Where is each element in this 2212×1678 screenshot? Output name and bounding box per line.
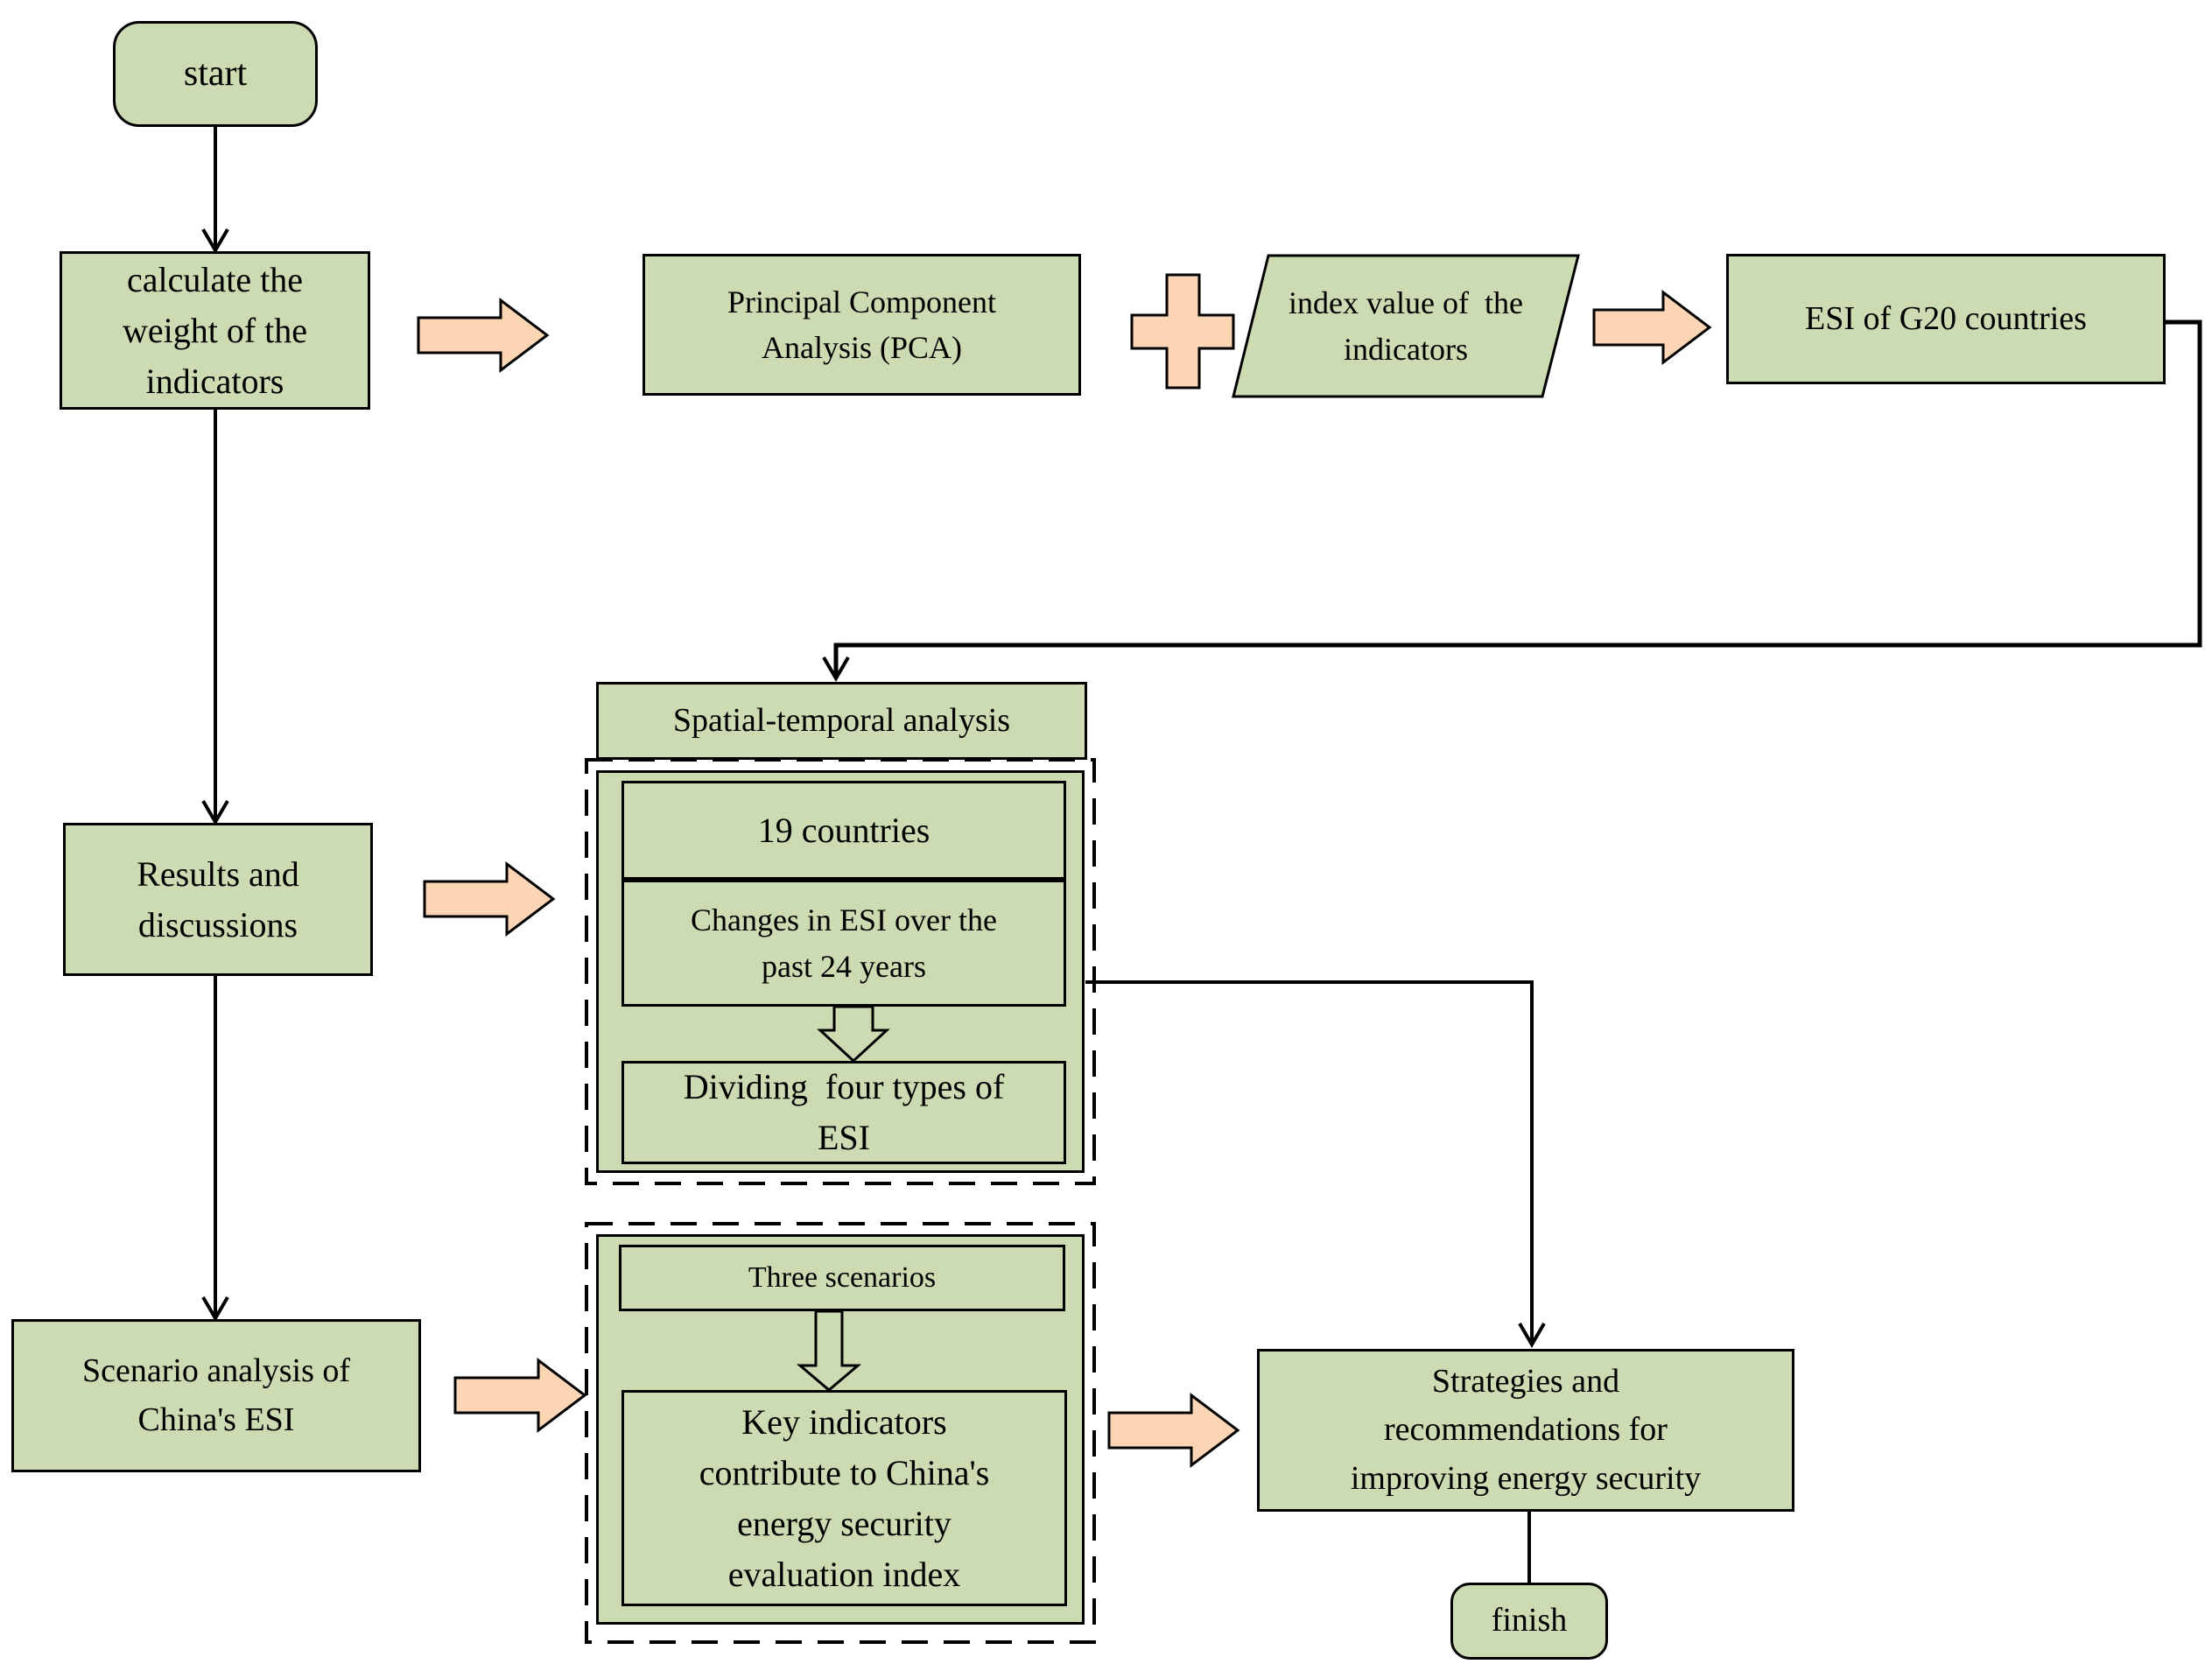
finish-node: finish <box>1450 1583 1608 1660</box>
spatial-temporal-node: Spatial-temporal analysis <box>596 682 1087 760</box>
countries-19-node: 19 countries <box>621 781 1066 880</box>
index-value-node: index value of the indicators <box>1289 285 1523 367</box>
dividing-four-types-node: Dividing four types of ESI <box>621 1061 1066 1164</box>
scenario-analysis-node: Scenario analysis of China's ESI <box>11 1319 421 1472</box>
strategies-node: Strategies and recommendations for impro… <box>1257 1349 1794 1512</box>
calculate-weight-node: calculate the weight of the indicators <box>60 251 370 410</box>
spatial-analysis-dashed-group <box>585 758 1096 1185</box>
key-indicators-node: Key indicators contribute to China's ene… <box>621 1390 1067 1606</box>
changes-esi-node: Changes in ESI over the past 24 years <box>621 880 1066 1007</box>
start-node: start <box>113 21 318 127</box>
results-discussions-node: Results and discussions <box>63 823 373 976</box>
esi-g20-node: ESI of G20 countries <box>1726 254 2166 384</box>
three-scenarios-node: Three scenarios <box>619 1245 1065 1311</box>
pca-node: Principal Component Analysis (PCA) <box>643 254 1081 396</box>
